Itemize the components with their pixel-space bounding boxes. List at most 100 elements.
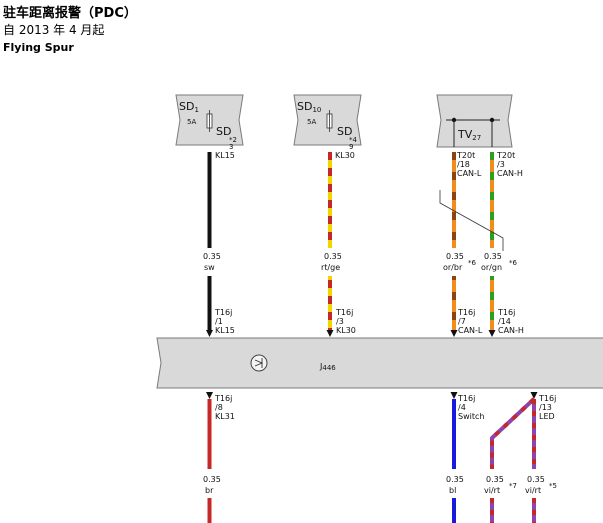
svg-text:/14: /14 bbox=[498, 317, 511, 326]
svg-text:*5: *5 bbox=[549, 482, 557, 490]
svg-text:0.35: 0.35 bbox=[203, 252, 221, 261]
wire-label-orbr: 0.35 or/br *6 bbox=[443, 252, 477, 272]
fuse2-tag: SD bbox=[337, 125, 352, 138]
svg-text:KL30: KL30 bbox=[336, 326, 356, 335]
svg-text:T16j: T16j bbox=[214, 308, 232, 317]
arrow-out-led bbox=[530, 392, 538, 399]
fuse1-terminal: KL15 bbox=[215, 151, 235, 160]
wire-label-bl: 0.35 bl bbox=[446, 475, 464, 495]
ecu-connector-canh: T16j /14 CAN-H bbox=[497, 308, 524, 335]
arrow-in-canl bbox=[450, 330, 458, 337]
arrow-out-kl31 bbox=[206, 392, 213, 399]
fuse1-rating: 5A bbox=[187, 118, 196, 126]
svg-text:*7: *7 bbox=[509, 482, 517, 490]
svg-text:or/gn: or/gn bbox=[481, 263, 502, 272]
svg-text:/7: /7 bbox=[458, 317, 466, 326]
svg-text:CAN-H: CAN-H bbox=[497, 169, 523, 178]
svg-text:/1: /1 bbox=[215, 317, 223, 326]
wire-label-rtge: 0.35 rt/ge bbox=[321, 252, 342, 272]
ecu-j446: J446 bbox=[156, 337, 603, 389]
model-name: Flying Spur bbox=[3, 41, 74, 54]
fuse2-pin: *4 bbox=[349, 136, 358, 144]
svg-text:/3: /3 bbox=[336, 317, 344, 326]
svg-text:*6: *6 bbox=[468, 259, 477, 267]
wire-br-upper bbox=[207, 399, 212, 469]
svg-text:KL31: KL31 bbox=[215, 412, 235, 421]
svg-text:0.35: 0.35 bbox=[203, 475, 221, 484]
svg-text:bl: bl bbox=[449, 486, 456, 495]
ecu-connector-kl30: T16j /3 KL30 bbox=[335, 308, 356, 335]
svg-text:*6: *6 bbox=[509, 259, 518, 267]
ecu-name: J446 bbox=[319, 362, 336, 372]
svg-text:T16j: T16j bbox=[497, 308, 515, 317]
wire-rtge-lower bbox=[328, 276, 332, 332]
wire-orgn-upper bbox=[490, 152, 494, 248]
svg-text:T16j: T16j bbox=[335, 308, 353, 317]
wire-sw-upper bbox=[207, 152, 212, 248]
svg-text:vi/rt: vi/rt bbox=[525, 486, 541, 495]
ecu-connector-kl15: T16j /1 KL15 bbox=[214, 308, 235, 335]
arrow-in-canh bbox=[488, 330, 496, 337]
svg-text:br: br bbox=[205, 486, 214, 495]
wire-label-virt-2: 0.35 vi/rt *5 bbox=[525, 475, 557, 495]
wire-orbr-upper bbox=[452, 152, 456, 248]
svg-text:0.35: 0.35 bbox=[486, 475, 504, 484]
svg-text:/18: /18 bbox=[457, 160, 470, 169]
page-subtitle: 自 2013 年 4 月起 bbox=[3, 23, 105, 37]
svg-text:Switch: Switch bbox=[458, 412, 484, 421]
arrow-in-kl30 bbox=[326, 330, 334, 337]
ecu-connector-switch: T16j /4 Switch bbox=[457, 394, 484, 421]
wire-label-br: 0.35 br bbox=[203, 475, 221, 495]
ecu-connector-canl: T16j /7 CAN-L bbox=[457, 308, 483, 335]
fuse1-pin2: 3 bbox=[229, 143, 233, 151]
svg-text:0.35: 0.35 bbox=[527, 475, 545, 484]
tv27-connector-left: T20t /18 CAN-L bbox=[456, 151, 482, 178]
fuse2-rating: 5A bbox=[307, 118, 316, 126]
fuse2-terminal: KL30 bbox=[335, 151, 355, 160]
wire-bl-upper bbox=[452, 399, 456, 469]
svg-text:or/br: or/br bbox=[443, 263, 463, 272]
svg-text:T20t: T20t bbox=[496, 151, 515, 160]
svg-text:0.35: 0.35 bbox=[446, 475, 464, 484]
wire-orbr-lower bbox=[452, 276, 456, 332]
tv27-box: TV27 bbox=[436, 94, 513, 148]
svg-text:LED: LED bbox=[539, 412, 555, 421]
svg-text:T16j: T16j bbox=[214, 394, 232, 403]
wire-label-orgn: 0.35 or/gn *6 bbox=[481, 252, 518, 272]
wire-virt-branch bbox=[490, 397, 536, 523]
svg-text:T20t: T20t bbox=[456, 151, 475, 160]
tv27-name: TV27 bbox=[457, 128, 481, 142]
arrow-in-kl15 bbox=[206, 330, 213, 337]
page-title: 驻车距离报警（PDC） bbox=[3, 6, 137, 21]
ecu-connector-led: T16j /13 LED bbox=[538, 394, 556, 421]
tv27-connector-right: T20t /3 CAN-H bbox=[496, 151, 523, 178]
svg-text:/8: /8 bbox=[215, 403, 223, 412]
ecu-connector-kl31: T16j /8 KL31 bbox=[214, 394, 235, 421]
fuse2-name: SD10 bbox=[297, 100, 321, 114]
arrow-out-switch bbox=[450, 392, 458, 399]
svg-text:/13: /13 bbox=[539, 403, 552, 412]
svg-text:0.35: 0.35 bbox=[484, 252, 502, 261]
svg-text:T16j: T16j bbox=[457, 394, 475, 403]
svg-text:CAN-L: CAN-L bbox=[457, 169, 482, 178]
fuse-box-sd10: SD10 5A SD *4 9 bbox=[293, 94, 362, 151]
wire-sw-lower bbox=[207, 276, 212, 332]
ecu-symbol-icon bbox=[250, 354, 268, 372]
svg-text:sw: sw bbox=[204, 263, 215, 272]
wire-label-virt-1: 0.35 vi/rt *7 bbox=[484, 475, 517, 495]
svg-text:/4: /4 bbox=[458, 403, 466, 412]
svg-text:/3: /3 bbox=[497, 160, 505, 169]
wire-bl-lower bbox=[452, 498, 456, 523]
svg-text:0.35: 0.35 bbox=[324, 252, 342, 261]
svg-text:CAN-H: CAN-H bbox=[498, 326, 524, 335]
fuse1-tag: SD bbox=[216, 125, 231, 138]
fuse-box-sd1: SD1 5A SD *2 3 bbox=[175, 94, 244, 151]
svg-text:vi/rt: vi/rt bbox=[484, 486, 500, 495]
svg-text:0.35: 0.35 bbox=[446, 252, 464, 261]
svg-text:T16j: T16j bbox=[538, 394, 556, 403]
svg-text:CAN-L: CAN-L bbox=[458, 326, 483, 335]
fuse1-pin: *2 bbox=[229, 136, 237, 144]
svg-text:KL15: KL15 bbox=[215, 326, 235, 335]
wire-orgn-lower bbox=[490, 276, 494, 332]
